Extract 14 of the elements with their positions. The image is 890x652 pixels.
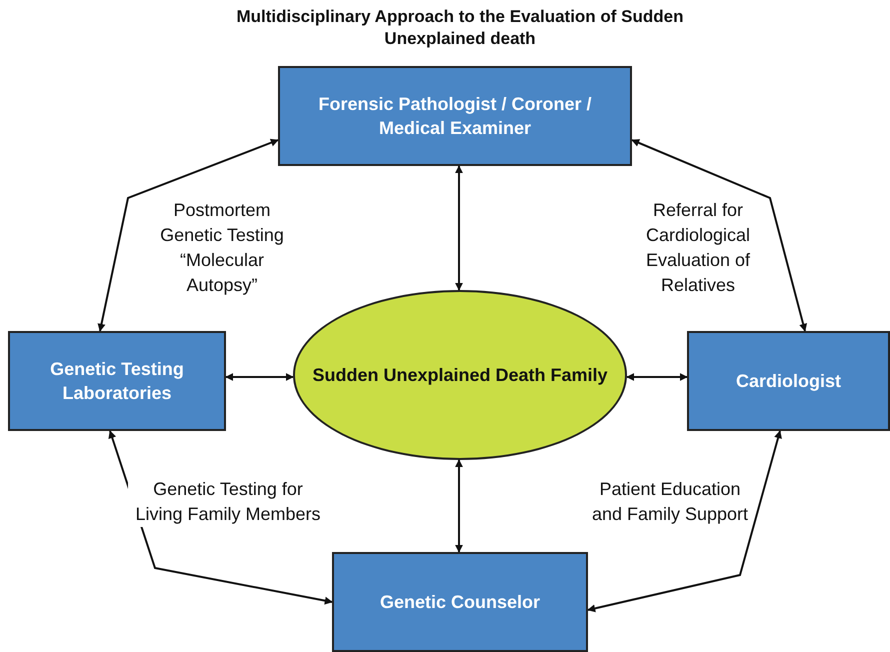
role-box: Genetic Counselor: [332, 552, 588, 652]
double-arrow: [626, 373, 688, 381]
double-arrow: [225, 373, 294, 381]
center-ellipse: Sudden Unexplained Death Family: [293, 290, 627, 460]
double-arrow: [587, 430, 782, 612]
double-arrow: [108, 430, 333, 605]
diagram-title: Multidisciplinary Approach to the Evaluation of Sudden Unexplained death: [235, 6, 685, 50]
double-arrow: [455, 165, 463, 291]
role-box: Forensic Pathologist / Coroner / Medical Examiner: [278, 66, 632, 166]
role-box: Genetic Testing Laboratories: [8, 331, 226, 431]
role-box: Cardiologist: [687, 331, 890, 431]
double-arrow: [631, 139, 808, 332]
double-arrow: [98, 138, 279, 332]
double-arrow: [455, 459, 463, 553]
